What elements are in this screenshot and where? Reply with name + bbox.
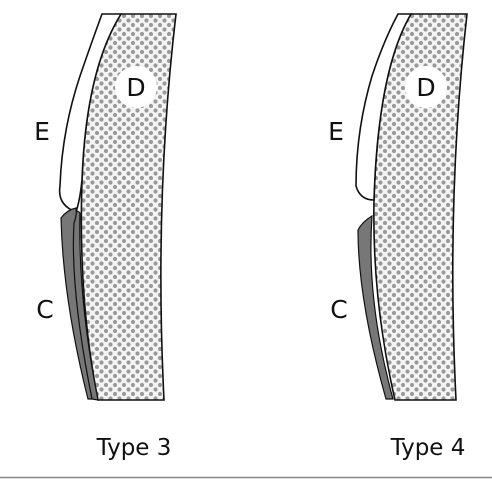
dentin-label: D: [416, 73, 435, 102]
cementum-label: C: [36, 295, 53, 324]
dentin-label: D: [126, 73, 145, 102]
enamel-label: E: [34, 117, 50, 146]
panel-caption: Type 4: [390, 435, 466, 461]
panel-type-4: D E C Type 4: [328, 13, 468, 461]
cementum-label: C: [330, 295, 347, 324]
enamel-shape: [355, 13, 413, 201]
panel-caption: Type 3: [96, 435, 172, 461]
dentin-label-circle: [115, 66, 157, 108]
enamel-label: E: [328, 117, 344, 146]
cementum-overlap: [60, 207, 93, 400]
enamel-shape: [58, 13, 123, 214]
dentin-label-circle: [405, 66, 447, 108]
panel-type-3: D E C Type 3: [34, 13, 177, 461]
cementum-shape: [357, 214, 394, 400]
